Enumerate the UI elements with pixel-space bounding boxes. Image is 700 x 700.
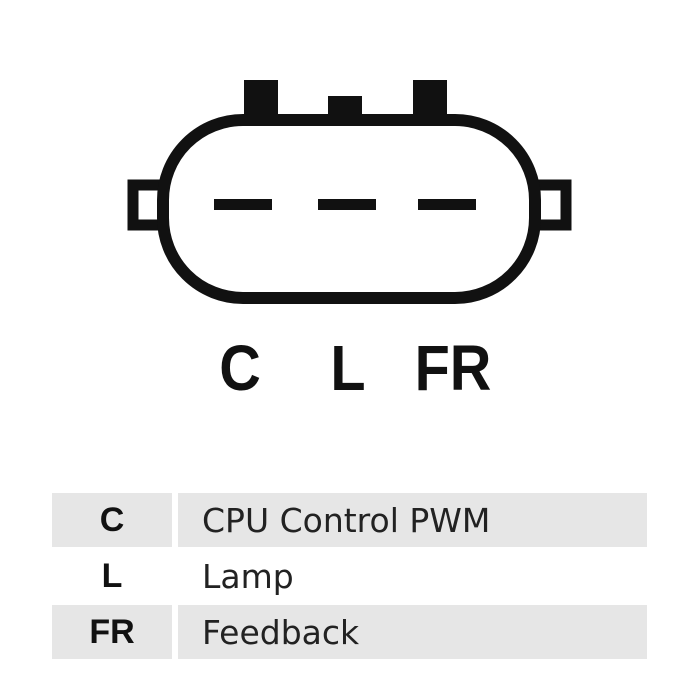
- connector-plug-diagram: [127, 80, 572, 304]
- pin-slot-fr: [418, 199, 476, 210]
- legend-description: Feedback: [178, 605, 647, 659]
- legend-description: CPU Control PWM: [178, 493, 647, 547]
- legend-description: Lamp: [202, 556, 294, 596]
- pin-legend-table: C CPU Control PWM L Lamp FR Feedback: [52, 493, 647, 661]
- pin-label-c: C: [219, 332, 261, 404]
- legend-row: L Lamp: [52, 549, 647, 603]
- legend-row: C CPU Control PWM: [52, 493, 647, 547]
- connector-key-right: [413, 80, 447, 120]
- connector-key-left: [244, 80, 278, 120]
- pin-slot-l: [318, 199, 376, 210]
- legend-code: C: [52, 493, 172, 547]
- pin-slot-c: [214, 199, 272, 210]
- pin-label-l: L: [330, 332, 366, 404]
- pin-labels: C L FR: [0, 330, 700, 410]
- legend-code: L: [101, 556, 123, 595]
- pin-label-fr: FR: [414, 332, 492, 404]
- legend-row: FR Feedback: [52, 605, 647, 659]
- legend-code: FR: [52, 605, 172, 659]
